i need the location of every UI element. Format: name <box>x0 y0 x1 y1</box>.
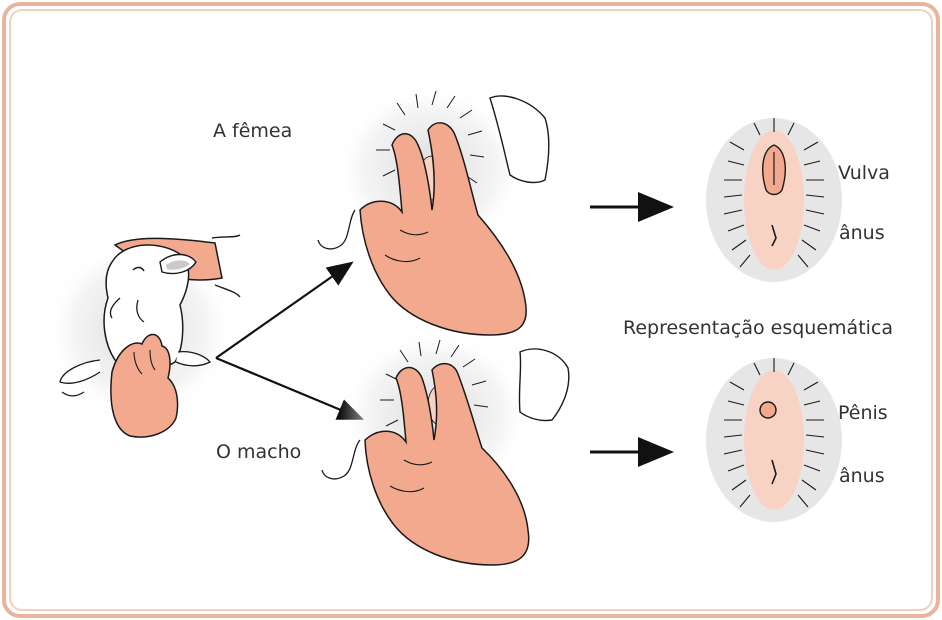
female-label: A fêmea <box>213 120 292 142</box>
vulva-label: Vulva <box>838 162 890 184</box>
penis-schematic <box>706 358 842 522</box>
schematic-label: Representação esquemática <box>623 317 893 339</box>
vulva-schematic <box>706 118 842 282</box>
anus-female-label: ânus <box>839 222 885 244</box>
penis-label: Pênis <box>838 402 888 424</box>
male-label: O macho <box>216 441 301 463</box>
anus-male-label: ânus <box>839 465 885 487</box>
